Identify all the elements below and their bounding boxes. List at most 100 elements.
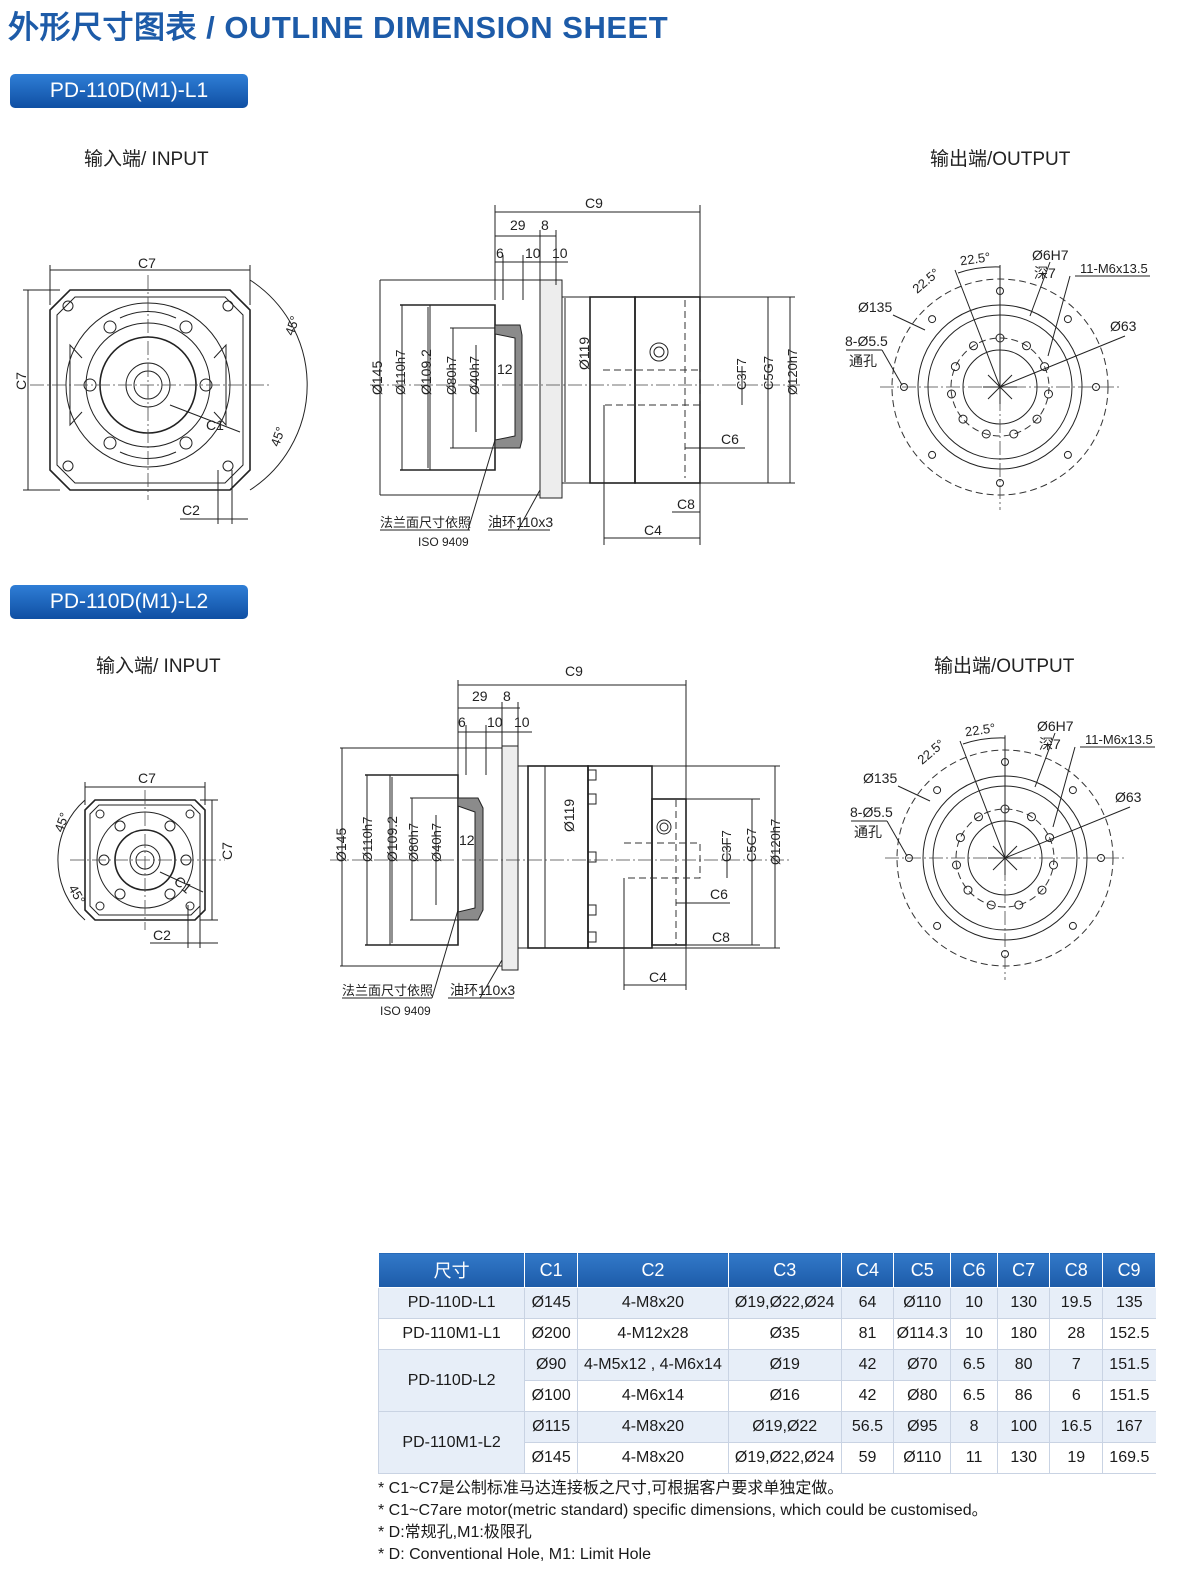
output-label-l1: 输出端/OUTPUT <box>930 149 1071 170</box>
cell: Ø110 <box>893 1442 951 1474</box>
table-row: Ø145 4-M8x20 Ø19,Ø22,Ø24 59 Ø110 11 130 … <box>379 1442 1156 1474</box>
table-row: PD-110M1-L2 Ø115 4-M8x20 Ø19,Ø22 56.5 Ø9… <box>377 1411 1156 1474</box>
dia145-l2: Ø145 <box>333 828 349 862</box>
cell: 56.5 <box>840 1411 894 1443</box>
cell: 7 <box>1049 1349 1103 1381</box>
drawing-l2: C7 C7 C1 C2 45° 45° <box>51 663 1155 1018</box>
table-row: PD-110M1-L1 Ø200 4-M12x28 Ø35 81 Ø114.3 … <box>377 1318 1156 1350</box>
cell: Ø145 <box>524 1287 578 1319</box>
cell: Ø16 <box>727 1380 842 1412</box>
cell: 11 <box>950 1442 998 1474</box>
cell: Ø19 <box>727 1349 842 1381</box>
cell-model: PD-110D-L1 <box>377 1287 525 1319</box>
header-c4: C4 <box>840 1252 895 1288</box>
pin-depth-l1: 深7 <box>1034 265 1056 281</box>
header-c7: C7 <box>996 1252 1051 1288</box>
cell: 81 <box>840 1318 894 1350</box>
dimension-table: 尺寸 C1 C2 C3 C4 C5 C6 C7 C8 C9 PD-110D-L1… <box>377 1252 1156 1474</box>
output-label-l2: 输出端/OUTPUT <box>934 656 1075 677</box>
dim-6-l1: 6 <box>496 245 504 261</box>
table-row: PD-110D-L1 Ø145 4-M8x20 Ø19,Ø22,Ø24 64 Ø… <box>377 1287 1156 1319</box>
thread-hole <box>1027 812 1036 822</box>
through-hole <box>933 921 942 930</box>
note-3: * D:常规孔,M1:极限孔 <box>378 1524 532 1541</box>
c7-side-l2: C7 <box>219 842 235 860</box>
c9-l1: C9 <box>585 195 603 211</box>
table-row: Ø100 4-M6x14 Ø16 42 Ø80 6.5 86 6 151.5 <box>379 1380 1156 1412</box>
model-badge-l1: PD-110D(M1)-L1 <box>10 74 248 108</box>
thread-hole <box>1049 860 1058 870</box>
side-view-l1: C9 29 8 6 10 10 12 Ø145 Ø110h7 Ø109.2 Ø8… <box>369 195 800 549</box>
output-view-l2: 22.5° 22.5° Ø6H7 深7 11-M6x13.5 Ø135 8-Ø5… <box>850 718 1155 980</box>
flange-note-l1: 法兰面尺寸依照 <box>380 515 471 530</box>
pin-depth-l2: 深7 <box>1039 736 1061 752</box>
c5-l2: C5G7 <box>744 828 759 862</box>
c6-l2: C6 <box>710 886 728 902</box>
header-size: 尺寸 <box>377 1252 526 1288</box>
dia109-l2: Ø109.2 <box>384 816 400 862</box>
cell-model: PD-110D-L2 <box>377 1349 525 1412</box>
cell: 10 <box>950 1318 998 1350</box>
pin-hole-l1: Ø6H7 <box>1032 247 1069 263</box>
cell: 100 <box>996 1411 1050 1443</box>
dia63-l1: Ø63 <box>1110 318 1137 334</box>
through-hole <box>1063 450 1072 459</box>
cell: Ø70 <box>893 1349 951 1381</box>
angle-22-5-b-l1: 22.5° <box>959 249 991 268</box>
table-header-row: 尺寸 C1 C2 C3 C4 C5 C6 C7 C8 C9 <box>377 1252 1156 1288</box>
through-hole <box>1068 786 1077 795</box>
dia135-l2: Ø135 <box>863 770 897 786</box>
dia80-l2: Ø80h7 <box>406 823 421 862</box>
dia110-l2: Ø110h7 <box>360 817 375 862</box>
dia145-l1: Ø145 <box>369 361 385 395</box>
cell: Ø110 <box>893 1287 951 1319</box>
header-c9: C9 <box>1102 1252 1156 1288</box>
cell: 8 <box>950 1411 998 1443</box>
dia119-l1: Ø119 <box>576 337 592 370</box>
flange-note-l2: 法兰面尺寸依照 <box>342 983 433 998</box>
thread-hole <box>1037 885 1047 895</box>
cell: Ø19,Ø22 <box>727 1411 842 1443</box>
thread-hole <box>1044 389 1053 399</box>
thread-hole <box>1032 414 1042 424</box>
dim-29-l2: 29 <box>472 688 488 704</box>
c7-top-l2: C7 <box>138 770 156 786</box>
output-view-l1: 22.5° 22.5° Ø6H7 深7 11-M6x13.5 Ø135 8-Ø5… <box>845 247 1150 510</box>
dim-12-l2: 12 <box>459 832 475 848</box>
angle-45-b-l1: 45° <box>267 425 288 449</box>
cell: 180 <box>996 1318 1050 1350</box>
cell: 152.5 <box>1102 1318 1156 1350</box>
cell: 4-M5x12 , 4-M6x14 <box>577 1349 729 1381</box>
cell: Ø100 <box>524 1380 578 1412</box>
dia110-l1: Ø110h7 <box>393 350 408 395</box>
angle-22-5-a-l2: 22.5° <box>914 736 947 767</box>
thread-hole <box>955 833 965 843</box>
cell: Ø19,Ø22,Ø24 <box>727 1287 842 1319</box>
cell: 64 <box>840 1287 894 1319</box>
dia109-l1: Ø109.2 <box>418 349 434 395</box>
through-hole <box>1063 315 1072 324</box>
c3-l1: C3F7 <box>734 358 749 390</box>
thread-hole <box>1009 429 1019 439</box>
through-l2: 通孔 <box>854 824 882 840</box>
note-2: * C1~C7are motor(metric standard) specif… <box>378 1502 988 1519</box>
cell: 80 <box>996 1349 1050 1381</box>
cell: 4-M12x28 <box>577 1318 729 1350</box>
page-title: 外形尺寸图表 / OUTLINE DIMENSION SHEET <box>8 10 669 45</box>
footnotes: * C1~C7是公制标准马达连接板之尺寸,可根据客户要求单独定做。 * C1~C… <box>378 1478 988 1566</box>
input-view-l1: C7 C7 C1 C2 45° 45° <box>13 255 308 524</box>
header-c3: C3 <box>727 1252 842 1288</box>
c6-l1: C6 <box>721 431 739 447</box>
cell: 4-M8x20 <box>577 1287 729 1319</box>
cell-model: PD-110M1-L1 <box>377 1318 525 1350</box>
thread-l2: 11-M6x13.5 <box>1085 732 1153 747</box>
dia40-l2: Ø40h7 <box>429 823 444 862</box>
pin-hole-l2: Ø6H7 <box>1037 718 1074 734</box>
cell: Ø95 <box>893 1411 951 1443</box>
input-label-l1: 输入端/ INPUT <box>84 149 209 170</box>
thread-hole <box>958 414 968 424</box>
dim-10b-l2: 10 <box>514 714 530 730</box>
cell: Ø114.3 <box>893 1318 951 1350</box>
header-c2: C2 <box>577 1252 729 1288</box>
header-c8: C8 <box>1049 1252 1104 1288</box>
